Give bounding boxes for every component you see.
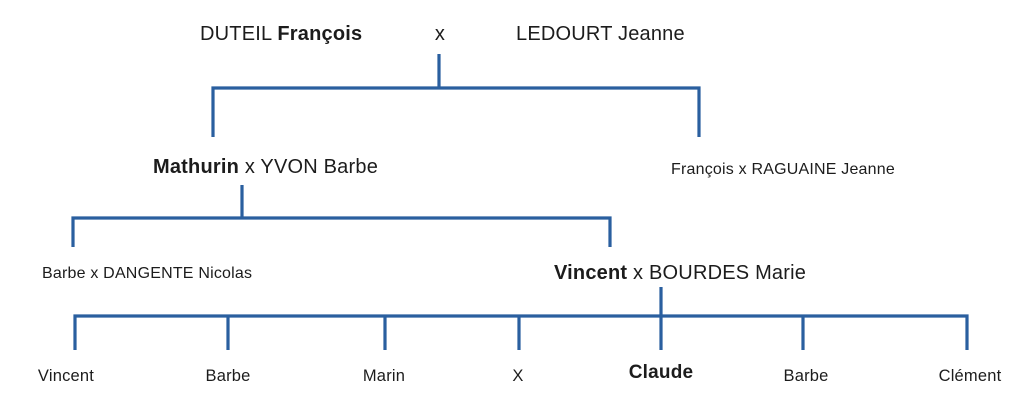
child-barbe-2: Barbe [783,367,829,385]
gen2-given-mathurin: Mathurin [153,156,240,178]
gen1-husband-given: François [277,23,363,45]
child-vincent: Vincent [37,367,95,385]
gen1-marriage-symbol: x [434,23,446,45]
couple-vincent-bourdes: Vincent x BOURDES Marie [554,261,806,285]
couple-francois-raguaine: François x RAGUAINE Jeanne [671,161,895,178]
connector-gen3-to-gen4 [73,287,969,350]
child-barbe-1: Barbe [205,367,251,385]
gen1-husband-surname: DUTEIL [200,23,272,45]
couple-mathurin-yvon: Mathurin x YVON Barbe [153,155,378,179]
couple-gen1-wife: LEDOURT Jeanne [516,23,685,45]
child-marin: Marin [362,367,406,385]
couple-gen1-husband: DUTEIL François [200,22,362,46]
child-x: X [512,367,524,385]
connector-gen2-to-gen3 [71,185,612,247]
child-clement: Clément [938,367,1002,385]
child-claude: Claude [628,362,694,383]
connector-gen1-to-gen2 [211,54,701,137]
gen3-right-rest: x BOURDES Marie [633,262,807,284]
gen3-given-vincent: Vincent [554,262,628,284]
gen2-left-rest: x YVON Barbe [244,156,379,178]
couple-barbe-dangente: Barbe x DANGENTE Nicolas [42,265,253,282]
